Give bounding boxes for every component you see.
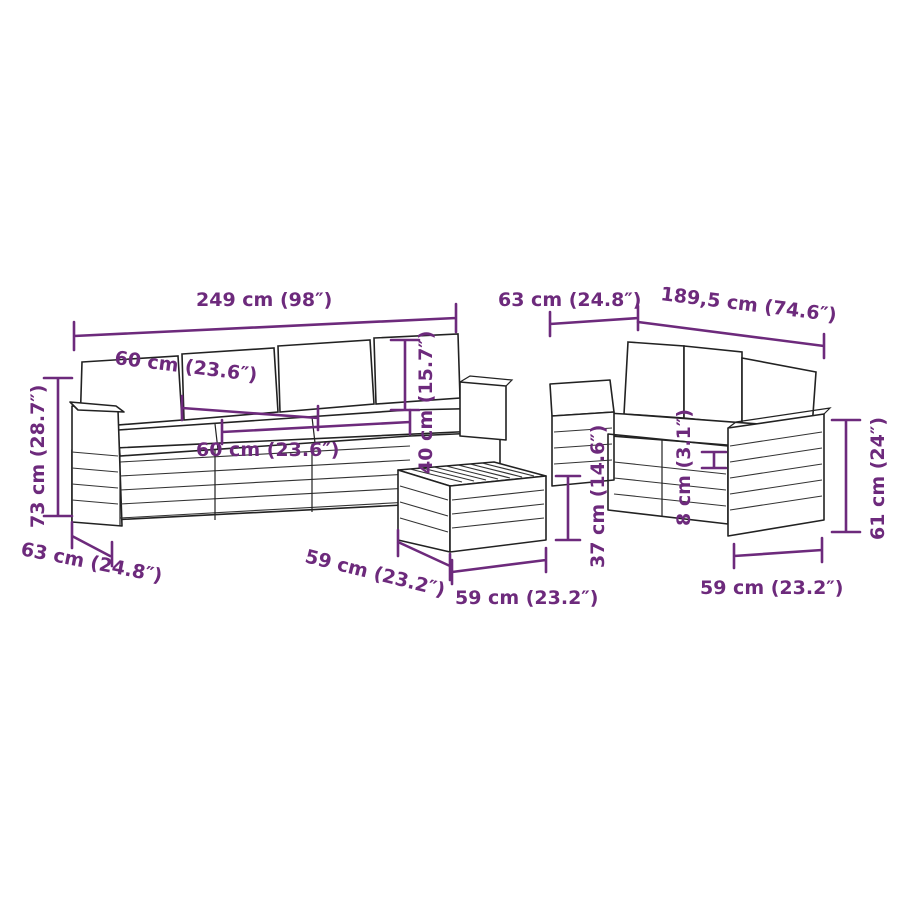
label-sofa-height: 73 cm (28.7″) [27,385,49,528]
left-sofa [69,333,514,527]
dimension-lines [42,302,862,586]
right-back-cushion-1 [623,341,685,419]
sofa-back-cushion-3 [277,339,375,413]
right-left-arm [549,379,615,417]
right-armrest [727,413,825,537]
sofa-back-cushion-2 [181,347,279,421]
label-table-height: 37 cm (14.6″) [587,425,609,568]
label-right-seat-width: 59 cm (23.2″) [700,577,843,599]
label-sofa-total-width: 249 cm (98″) [196,289,332,311]
table-side-face [449,475,547,553]
right-frame-front [551,411,615,487]
sofa-front-slats [71,445,411,519]
label-right-depth: 63 cm (24.8″) [498,289,641,311]
label-right-leg-height: 8 cm (3.1″) [673,409,695,526]
label-sofa-front-seat-width: 60 cm (23.6″) [196,439,339,461]
label-sofa-cushion-height: 40 cm (15.7″) [415,331,437,474]
label-right-seat-height: 61 cm (24″) [867,417,889,540]
coffee-table [397,461,547,553]
sofa-left-armrest [69,401,125,413]
right-sofa [549,341,832,537]
sofa-left-arm [71,405,123,527]
sofa-right-arm [459,381,507,441]
label-table-width: 59 cm (23.2″) [455,587,598,609]
label-right-total-width: 189,5 cm (74.6″) [659,283,837,326]
right-front-slats [553,427,823,511]
